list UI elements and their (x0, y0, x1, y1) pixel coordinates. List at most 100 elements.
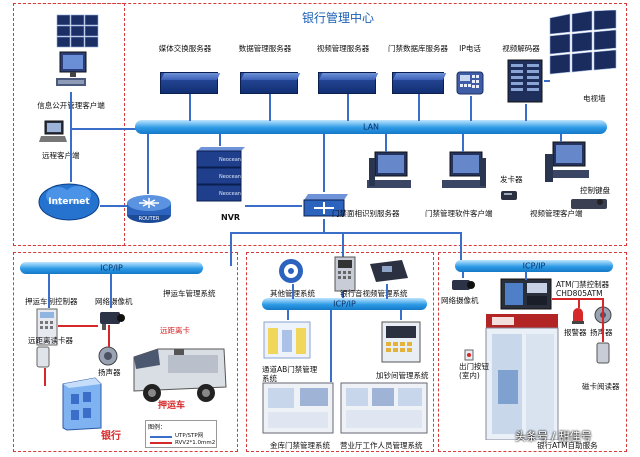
nvr-brand-label: Neocean (219, 174, 241, 180)
link-line (70, 128, 140, 130)
link-line (292, 284, 294, 299)
media-server-label: 媒体交换服务器 (158, 44, 212, 53)
escort-system-label: 押运车管理系统 (163, 289, 216, 298)
icp-label: ICP/IP (522, 261, 546, 271)
link-line (245, 205, 302, 207)
escort-controller-label: 押运车制控制器 (25, 297, 78, 306)
media-server-icon (160, 72, 218, 94)
link-line (110, 274, 112, 308)
wire-line (44, 368, 46, 386)
atm-camera-icon (450, 276, 476, 296)
ab-gate-icon (262, 318, 312, 362)
escort-horn-icon (98, 346, 118, 366)
ip-phone-label: IP电话 (459, 44, 481, 53)
card-issuer-label: 发卡器 (500, 175, 523, 184)
face-server-computer-icon (365, 150, 415, 192)
lan-bus: LAN (135, 120, 607, 134)
intercom-panel-icon (334, 256, 356, 292)
link-line (269, 94, 271, 121)
data-server-label: 数据管理服务器 (238, 44, 292, 53)
wire-line (108, 325, 110, 347)
exit-button-label: 出门按钮 (459, 362, 489, 371)
atm-controller-icon (500, 278, 552, 310)
laptop-icon (39, 119, 67, 145)
link-line (560, 134, 562, 142)
lan-label: LAN (362, 122, 380, 132)
face-server-label: 门禁面相识别服务器 (332, 209, 400, 218)
link-line (147, 134, 149, 194)
video-server-label: 视频管理服务器 (316, 44, 370, 53)
nvr-icon (193, 145, 245, 205)
escort-camera-icon (96, 308, 126, 330)
link-line (230, 232, 232, 266)
link-line (347, 94, 349, 121)
cash-room-icon (376, 318, 426, 366)
bank-building-icon (55, 372, 103, 432)
truck-card-label: 远距离卡 (160, 326, 190, 335)
link-line (386, 284, 388, 299)
atm-camera-label: 网络摄像机 (441, 296, 479, 305)
icp-bus-branch: ICP/IP (262, 298, 427, 310)
access-db-server-icon (392, 72, 444, 94)
control-keyboard-icon (570, 195, 608, 209)
video-client-label: 视频管理客户端 (530, 209, 583, 218)
icp-bus-escort: ICP/IP (20, 262, 203, 274)
link-line (219, 134, 221, 146)
video-decoder-icon (506, 58, 544, 104)
network-switch-icon (300, 190, 348, 220)
bank-label: 银行 (101, 431, 121, 442)
data-server-icon (240, 72, 298, 94)
staff-system-icon (340, 382, 428, 434)
vault-access-label: 金库门禁管理系统 (270, 441, 330, 450)
mag-reader-label: 磁卡阅读器 (582, 382, 620, 391)
remote-client-label: 远程客户端 (42, 151, 80, 160)
escort-controller-icon (36, 308, 58, 346)
ab-gate-label: 通道AB门禁管理系统 (262, 365, 318, 383)
center-title: 银行管理中心 (302, 11, 375, 25)
access-client-label: 门禁管理软件客户端 (425, 209, 493, 218)
link-line (462, 134, 464, 152)
escort-camera-label: 网络摄像机 (95, 297, 133, 306)
router-label: ROUTER (138, 216, 160, 222)
internet-label: Internet (48, 197, 90, 207)
video-client-computer-icon (543, 140, 595, 188)
escort-region (13, 252, 238, 452)
exit-button-sub: (室内) (459, 371, 480, 380)
wire-line (578, 298, 580, 308)
router-icon (125, 193, 173, 225)
wire-line (602, 298, 604, 342)
icp-label: ICP/IP (333, 299, 356, 309)
icp-bus-atm: ICP/IP (455, 260, 613, 272)
legend-rvv-swatch (150, 442, 172, 444)
link-line (460, 232, 462, 266)
wire-line (552, 298, 602, 300)
atm-region (438, 252, 627, 452)
atm-title-label: 银行ATM自助服务 (537, 441, 598, 450)
link-line (525, 272, 527, 280)
link-line (400, 310, 402, 320)
atm-booth-icon (482, 310, 562, 441)
card-issuer-icon (500, 186, 518, 200)
escort-card-reader-icon (36, 346, 50, 368)
branch-region (246, 252, 434, 452)
cash-room-label: 加钞间管理系统 (376, 371, 429, 380)
wire-line (58, 325, 98, 327)
alarm-icon (570, 306, 586, 324)
mag-reader-icon (596, 342, 610, 364)
nvr-brand-label: Neocean (219, 157, 241, 163)
link-line (287, 310, 289, 320)
legend-utp-label: UTP/STP网 (175, 433, 204, 439)
link-line (525, 104, 527, 121)
video-wall-icon (56, 14, 100, 48)
link-line (323, 219, 325, 232)
ip-phone-icon (455, 68, 485, 96)
legend-rvv-label: RVV2*1.0mm2 (175, 440, 216, 446)
icp-label: ICP/IP (100, 263, 123, 273)
video-server-icon (318, 72, 376, 94)
legend-box (145, 420, 217, 448)
escort-card-reader-label: 远距离读卡器 (28, 336, 73, 345)
escort-truck-icon (128, 335, 228, 405)
control-keyboard-label: 控制键盘 (580, 186, 610, 195)
access-client-computer-icon (440, 150, 490, 192)
truck-label: 押运车 (158, 401, 186, 411)
